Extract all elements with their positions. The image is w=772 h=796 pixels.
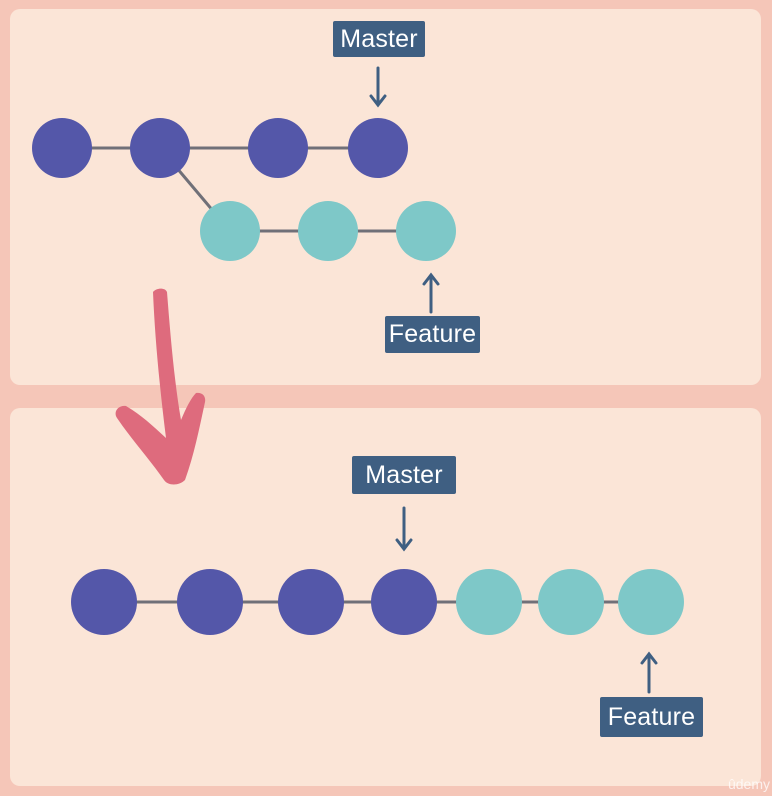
master-commit (248, 118, 308, 178)
feature-label: Feature (385, 316, 480, 353)
master-pointer-arrow-icon (369, 66, 387, 108)
before-graph (32, 66, 456, 314)
master-commit (371, 569, 437, 635)
feature-commit (538, 569, 604, 635)
feature-commit (618, 569, 684, 635)
master-commit (130, 118, 190, 178)
feature-label: Feature (600, 697, 703, 737)
feature-commit (396, 201, 456, 261)
master-commit (71, 569, 137, 635)
feature-commit (200, 201, 260, 261)
feature-commit (298, 201, 358, 261)
master-label: Master (333, 21, 425, 57)
master-commit (278, 569, 344, 635)
transition-arrow-icon (115, 288, 206, 485)
master-pointer-arrow-icon (395, 506, 413, 552)
master-commit (177, 569, 243, 635)
master-commit (348, 118, 408, 178)
watermark-logo: ûdemy (727, 776, 770, 792)
feature-pointer-arrow-icon (422, 272, 440, 314)
master-label: Master (352, 456, 456, 494)
after-graph (71, 506, 684, 694)
feature-commit (456, 569, 522, 635)
master-commit (32, 118, 92, 178)
feature-pointer-arrow-icon (640, 651, 658, 694)
